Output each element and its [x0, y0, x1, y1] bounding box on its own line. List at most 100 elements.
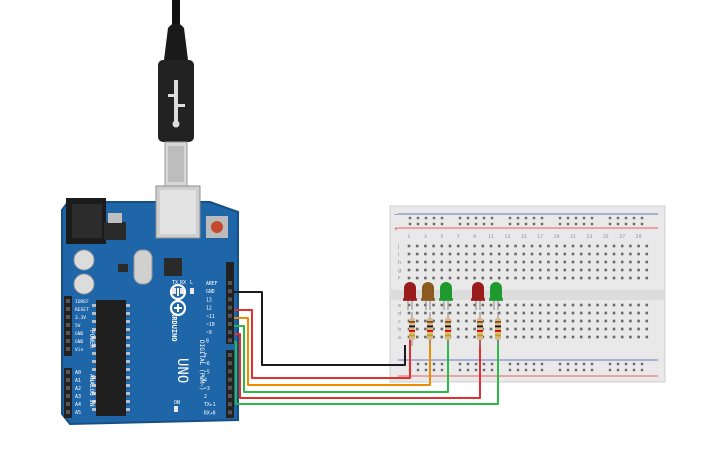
pin8-wire[interactable]	[234, 330, 499, 405]
tx-led-label: TX	[172, 280, 178, 286]
brand-label: ARDUINO	[170, 312, 178, 342]
column-number: 11	[488, 234, 494, 240]
digital-header-bottom[interactable]	[226, 350, 234, 418]
resistor[interactable]	[427, 312, 433, 346]
analog-pin-label: A2	[75, 386, 81, 392]
pin12-wire[interactable]	[234, 309, 411, 379]
digital-pin-label: 8	[206, 338, 209, 344]
chip-pins	[92, 304, 130, 411]
reset-button-cap[interactable]	[211, 221, 223, 233]
power-pin-label: 3.3V	[75, 315, 86, 321]
column-number: 23	[586, 234, 592, 240]
analog-pin-label: A1	[75, 378, 81, 384]
digital-pin-label: RX◂0	[204, 410, 216, 416]
row-letter: h	[398, 260, 401, 266]
row-letter: g	[398, 268, 401, 274]
crystal-oscillator	[133, 249, 153, 285]
digital-pin-label: TX▸1	[204, 402, 216, 408]
row-letter: f	[398, 276, 400, 282]
digital-pin-label: AREF	[206, 281, 218, 287]
column-number: 3	[424, 234, 427, 240]
row-letter: c	[398, 319, 401, 325]
row-letter: e	[398, 303, 401, 309]
arduino-uno-board: IOREF RESET 3.3V 5V GND GND Vin POWER A0A1A2A3…	[61, 185, 239, 426]
power-pin-label: IOREF	[75, 299, 89, 305]
power-pin-label: 5V	[75, 323, 81, 329]
model-label: UNO	[174, 358, 190, 383]
resistor[interactable]	[445, 312, 451, 346]
led-red[interactable]	[471, 282, 485, 310]
led-green[interactable]	[439, 282, 453, 310]
column-number: 5	[440, 234, 443, 240]
led-red[interactable]	[403, 282, 417, 310]
power-header-title: POWER	[88, 330, 95, 348]
column-number: 27	[619, 234, 625, 240]
resistor[interactable]	[409, 312, 415, 346]
rail-minus-symbol: −	[394, 212, 398, 219]
usb-icon	[168, 80, 185, 128]
pin9-wire[interactable]	[234, 330, 481, 399]
arduino-logo-icon	[169, 283, 187, 317]
rx-led-label: RX	[180, 280, 186, 286]
analog-pin-label: A0	[75, 370, 81, 376]
digital-pin-label: ~5	[204, 369, 210, 375]
power-pin-label: Vin	[75, 347, 84, 353]
wires	[234, 291, 499, 405]
column-number: 13	[504, 234, 510, 240]
led-orange[interactable]	[421, 282, 435, 310]
analog-pin-label: A3	[75, 394, 81, 400]
digital-header-title: DIGITAL (PWM~)	[198, 340, 205, 391]
usb-cable	[158, 0, 194, 187]
breadboard-center-channel	[390, 290, 665, 300]
resistor-group	[409, 312, 501, 346]
analog-header[interactable]	[64, 368, 72, 418]
digital-pin-label: ~3	[204, 386, 210, 392]
digital-pin-label: 13	[206, 297, 212, 303]
power-pin-label: RESET	[75, 307, 89, 313]
row-letter: b	[398, 327, 401, 333]
digital-pin-label: 2	[204, 394, 207, 400]
column-number: 9	[473, 234, 476, 240]
column-number: 29	[636, 234, 642, 240]
digital-header-top[interactable]	[226, 262, 234, 344]
analog-pin-label: A4	[75, 402, 81, 408]
rail-plus-symbol: +	[394, 226, 398, 233]
column-number: 7	[457, 234, 460, 240]
usb-chip	[164, 258, 182, 276]
digital-pin-label: 12	[206, 306, 212, 312]
analog-pin-label: A5	[75, 410, 81, 416]
column-number: 25	[603, 234, 609, 240]
column-number: 15	[521, 234, 527, 240]
digital-pin-label: ~6	[204, 361, 210, 367]
voltage-regulator	[104, 222, 126, 240]
digital-pin-label: GND	[206, 289, 215, 295]
digital-pin-label: ~10	[206, 322, 215, 328]
led-green[interactable]	[489, 282, 503, 310]
capacitor	[73, 249, 95, 271]
column-number: 1	[408, 234, 411, 240]
led-group	[403, 282, 503, 310]
resistor[interactable]	[477, 312, 483, 346]
row-letter: a	[398, 335, 401, 341]
l-led-label: L	[190, 280, 193, 286]
atmega-chip	[96, 300, 126, 416]
capacitor	[73, 273, 95, 295]
power-pin-label: GND	[75, 339, 84, 345]
pin11-wire[interactable]	[234, 317, 431, 386]
digital-pin-label: ~11	[206, 314, 215, 320]
digital-pin-label: 4	[204, 378, 207, 384]
gnd-wire[interactable]	[234, 291, 406, 366]
column-number: 21	[570, 234, 576, 240]
pin10-wire[interactable]	[234, 325, 449, 393]
column-number: 17	[537, 234, 543, 240]
resistor[interactable]	[495, 312, 501, 346]
analog-header-title: ANALOG IN	[88, 374, 95, 407]
digital-pin-label: ~9	[206, 330, 212, 336]
